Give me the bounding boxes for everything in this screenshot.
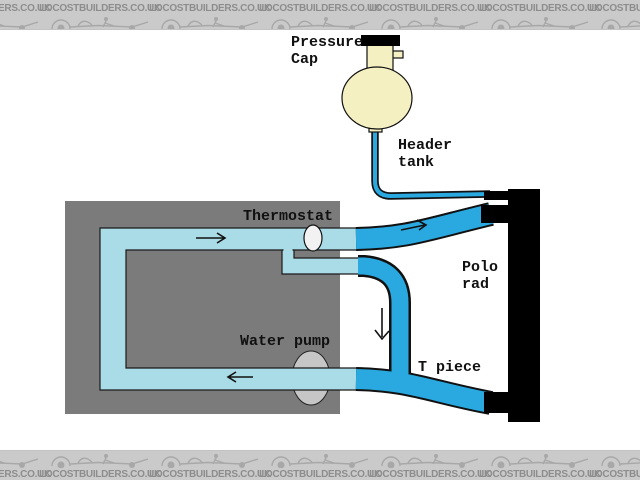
tank-body [341, 66, 413, 130]
car-silhouette-icon [0, 21, 39, 29]
car-silhouette-icon [381, 17, 479, 29]
banner-tile: LOCOSTBUILDERS.CO.UK [259, 451, 381, 480]
site-watermark-text: LOCOSTBUILDERS.CO.UK [479, 3, 601, 14]
car-silhouette-icon [601, 456, 640, 468]
site-watermark-text: LOCOSTBUILDERS.CO.UK [369, 469, 491, 480]
banner-tile-row: LOCOSTBUILDERS.CO.UK LOCOSTBUILDERS.CO.U… [0, 451, 640, 480]
t-piece-label: T piece [418, 359, 481, 376]
banner-tile: LOCOSTBUILDERS.CO.UK [39, 451, 161, 480]
banner-tile: LOCOSTBUILDERS.CO.UK [149, 0, 271, 29]
banner-tile: LOCOSTBUILDERS.CO.UK [259, 0, 381, 29]
banner-tile: LOCOSTBUILDERS.CO.UK [479, 0, 601, 29]
site-watermark-text: LOCOSTBUILDERS.CO.UK [39, 3, 161, 14]
site-watermark-text: LOCOSTBUILDERS.CO.UK [479, 469, 601, 480]
water-pump-label: Water pump [240, 333, 330, 350]
flow-arrow-hose-icon [400, 219, 428, 231]
watermark-banner-top: LOCOSTBUILDERS.CO.UK LOCOSTBUILDERS.CO.U… [0, 0, 640, 30]
banner-tile: LOCOSTBUILDERS.CO.UK [369, 0, 491, 29]
car-silhouette-icon [381, 454, 479, 468]
header-tank-label-line1: Header [398, 137, 452, 154]
flow-arrow-left-icon [226, 371, 253, 383]
site-watermark-text: LOCOSTBUILDERS.CO.UK [259, 3, 381, 14]
car-silhouette-icon [51, 17, 149, 29]
banner-tile: LOCOSTBUILDERS.CO.UK [589, 451, 640, 480]
bypass-hose-core [358, 257, 409, 377]
site-watermark-text: LOCOSTBUILDERS.CO.UK [149, 469, 271, 480]
banner-tile: LOCOSTBUILDERS.CO.UK [0, 0, 51, 29]
pressure-cap-label-line1: Pressure [291, 34, 363, 51]
car-silhouette-icon [601, 19, 640, 29]
banner-tile: LOCOSTBUILDERS.CO.UK [39, 0, 161, 29]
car-silhouette-icon [271, 454, 369, 468]
flow-arrow-right-icon [196, 232, 227, 244]
header-tank [341, 35, 413, 133]
site-watermark-text: LOCOSTBUILDERS.CO.UK [259, 469, 381, 480]
banner-tile-row: LOCOSTBUILDERS.CO.UK LOCOSTBUILDERS.CO.U… [0, 0, 640, 29]
banner-tile: LOCOSTBUILDERS.CO.UK [0, 451, 51, 480]
banner-tile: LOCOSTBUILDERS.CO.UK [589, 0, 640, 29]
site-watermark-text: LOCOSTBUILDERS.CO.UK [0, 3, 51, 14]
banner-tile: LOCOSTBUILDERS.CO.UK [369, 451, 491, 480]
radiator-header-stub [484, 191, 510, 200]
pressure-cap [361, 35, 400, 46]
banner-tile: LOCOSTBUILDERS.CO.UK [149, 451, 271, 480]
thermostat-label: Thermostat [243, 208, 333, 225]
header-tank-pipe [371, 128, 491, 200]
top-radiator-hose [355, 202, 494, 251]
header-tank-label-line2: tank [398, 154, 434, 171]
car-silhouette-icon [491, 454, 589, 468]
bypass-channel-junction [283, 248, 293, 253]
car-silhouette-icon [271, 17, 369, 29]
site-watermark-text: LOCOSTBUILDERS.CO.UK [589, 469, 640, 480]
radiator-bottom-outlet [484, 392, 510, 413]
car-silhouette-icon [161, 17, 259, 29]
site-watermark-text: LOCOSTBUILDERS.CO.UK [369, 3, 491, 14]
bottom-hose-core [355, 369, 493, 413]
car-silhouette-icon [51, 454, 149, 468]
polo-rad-label-line2: rad [462, 276, 489, 293]
radiator [481, 189, 540, 422]
watermark-banner-bottom: LOCOSTBUILDERS.CO.UK LOCOSTBUILDERS.CO.U… [0, 450, 640, 480]
radiator-top-inlet [481, 205, 510, 223]
flow-arrow-down-icon [374, 308, 390, 341]
banner-tile: LOCOSTBUILDERS.CO.UK [479, 451, 601, 480]
polo-rad-label-line1: Polo [462, 259, 498, 276]
thermostat-valve [303, 224, 323, 252]
site-watermark-text: LOCOSTBUILDERS.CO.UK [0, 469, 51, 480]
site-watermark-text: LOCOSTBUILDERS.CO.UK [149, 3, 271, 14]
car-silhouette-icon [491, 17, 589, 29]
radiator-core [508, 189, 540, 422]
flow-arrows [196, 219, 428, 383]
car-silhouette-icon [161, 454, 259, 468]
pressure-cap-label-line2: Cap [291, 51, 318, 68]
car-silhouette-icon [0, 458, 39, 468]
site-watermark-text: LOCOSTBUILDERS.CO.UK [39, 469, 161, 480]
site-watermark-text: LOCOSTBUILDERS.CO.UK [589, 3, 640, 14]
